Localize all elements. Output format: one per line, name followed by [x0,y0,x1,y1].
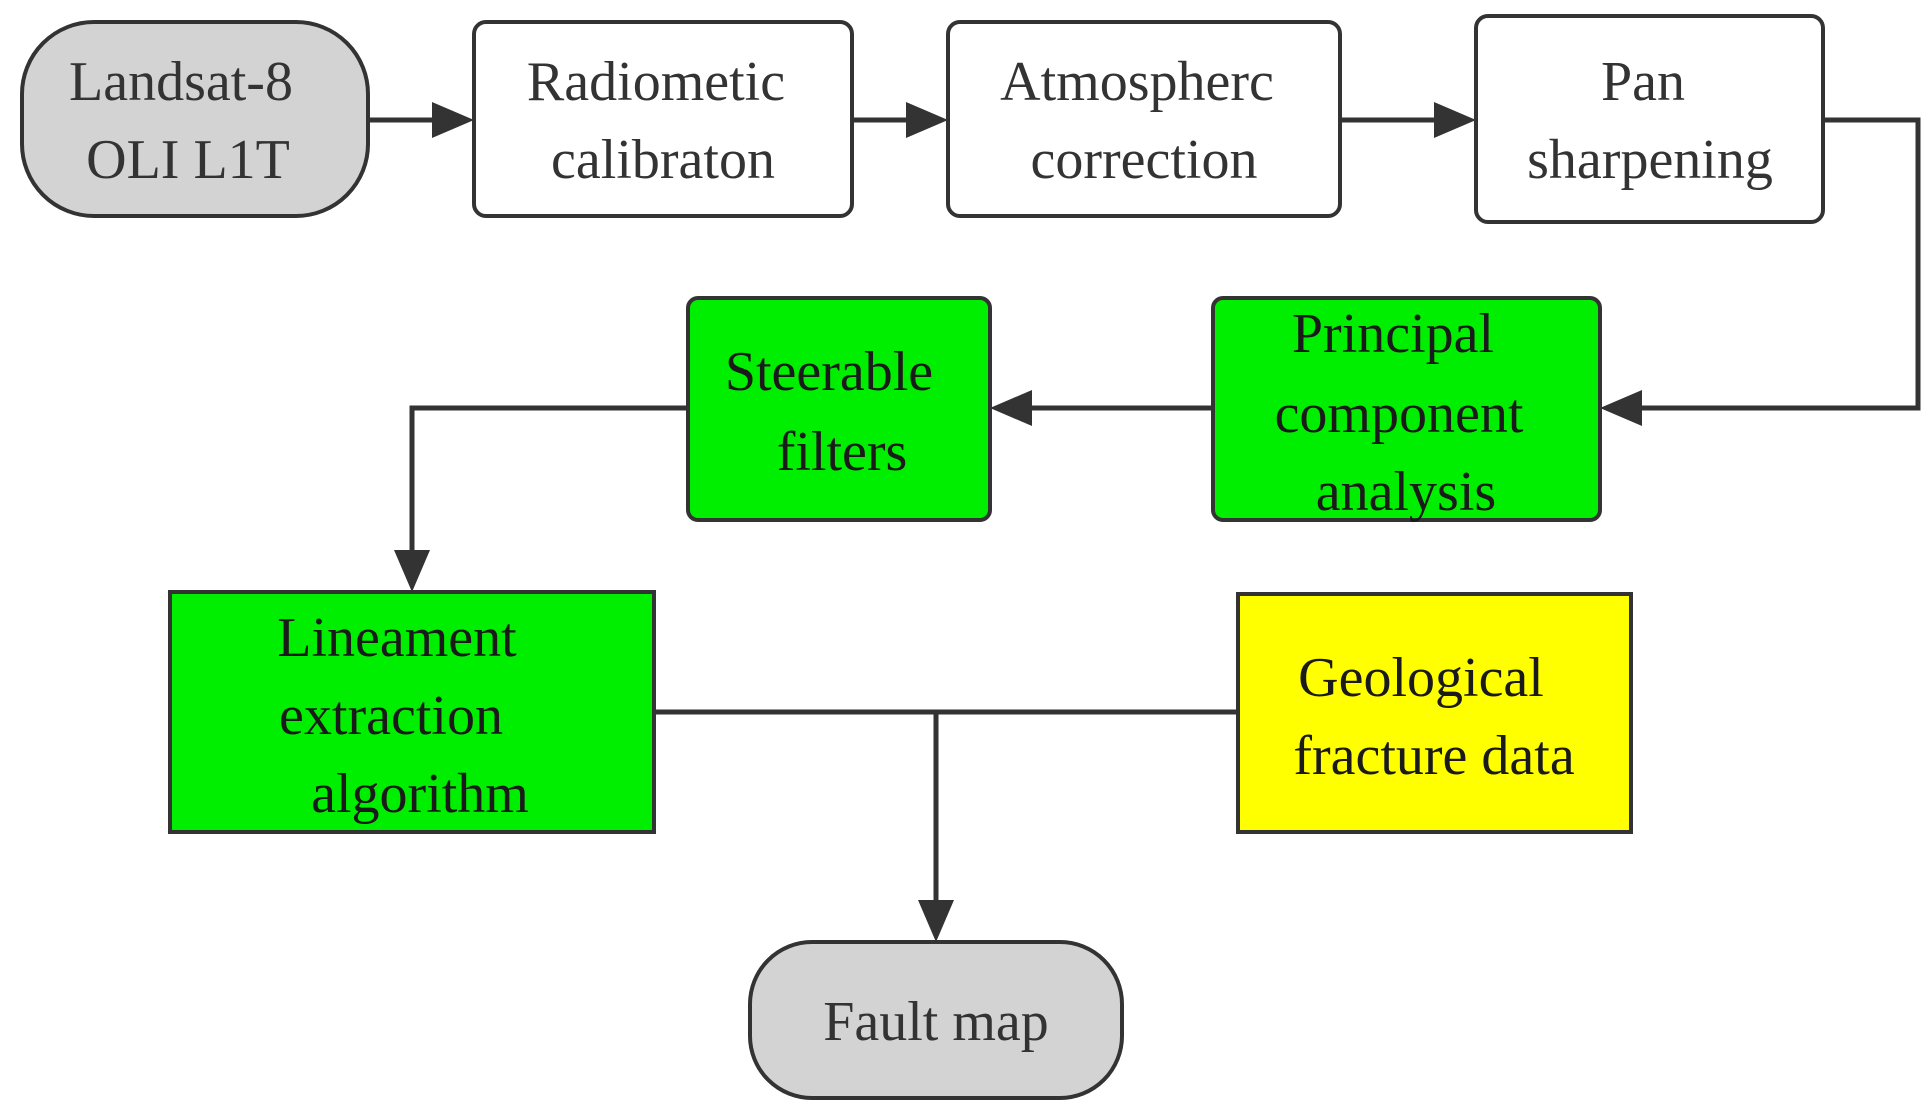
node-radiometric-shape [472,20,854,218]
node-fault: Fault map [748,940,1124,1100]
node-pan-text: Pan sharpening [1527,51,1773,191]
node-geological-line-1: Geological [1298,647,1544,709]
node-radiometric: Radiometic calibraton [472,20,854,218]
node-steerable-line-1: Steerable [725,341,933,403]
node-geological-line-2: fracture data [1293,725,1574,787]
connector-steerable-to-lineament [409,405,688,550]
node-pca-shape [1211,296,1602,522]
connector-pan-to-pca [1642,117,1921,411]
node-pan: Pan sharpening [1474,14,1825,224]
node-pca-line-2: component [1275,383,1524,445]
node-atmospheric-text: Atmospherc correction [1000,51,1288,191]
node-pan-line-2: sharpening [1527,129,1773,191]
node-lineament-text: Lineament extraction algorithm [277,607,530,825]
node-landsat-line-1: Landsat-8 [69,51,293,113]
node-pan-shape [1474,14,1825,224]
arrowhead-radiometric [432,102,474,138]
node-lineament-line-1: Lineament [277,607,517,669]
node-pca-line-3: analysis [1316,461,1496,523]
node-steerable-line-2: filters [777,421,908,483]
node-landsat: Landsat-8 OLI L1T [20,20,370,218]
node-steerable: Steerable filters [686,296,992,522]
node-fault-shape [748,940,1124,1100]
node-atmospheric-shape [946,20,1342,218]
node-geological: Geological fracture data [1236,592,1633,834]
node-fault-line-1: Fault map [823,991,1049,1053]
node-geological-shape [1236,592,1633,834]
node-geological-text: Geological fracture data [1293,647,1574,787]
node-pan-line-1: Pan [1601,51,1685,113]
node-lineament-shape [168,590,656,834]
node-pca: Principal component analysis [1211,296,1602,523]
node-radiometric-line-1: Radiometic [527,51,785,113]
node-lineament-line-3: algorithm [311,763,529,825]
node-atmospheric-line-2: correction [1031,129,1258,191]
node-landsat-line-2: OLI L1T [86,129,290,191]
node-atmospheric: Atmospherc correction [946,20,1342,218]
node-atmospheric-line-1: Atmospherc [1000,51,1274,113]
node-radiometric-line-2: calibraton [551,129,775,191]
arrowhead-fault [918,900,954,942]
arrowhead-atmospheric [906,102,948,138]
node-pca-text: Principal component analysis [1275,303,1538,523]
arrowhead-lineament [394,550,430,592]
arrowhead-pca [1600,390,1642,426]
node-fault-text: Fault map [823,991,1049,1053]
connectors [368,102,1921,942]
arrowhead-pan [1434,102,1476,138]
node-lineament: Lineament extraction algorithm [168,590,656,834]
node-landsat-shape [20,20,370,218]
node-landsat-text: Landsat-8 OLI L1T [69,51,307,191]
node-radiometric-text: Radiometic calibraton [527,51,799,191]
node-pca-line-1: Principal [1292,303,1494,365]
node-lineament-line-2: extraction [279,685,503,747]
node-steerable-text: Steerable filters [725,341,947,483]
node-steerable-shape [686,296,992,522]
arrowhead-steerable [990,390,1032,426]
